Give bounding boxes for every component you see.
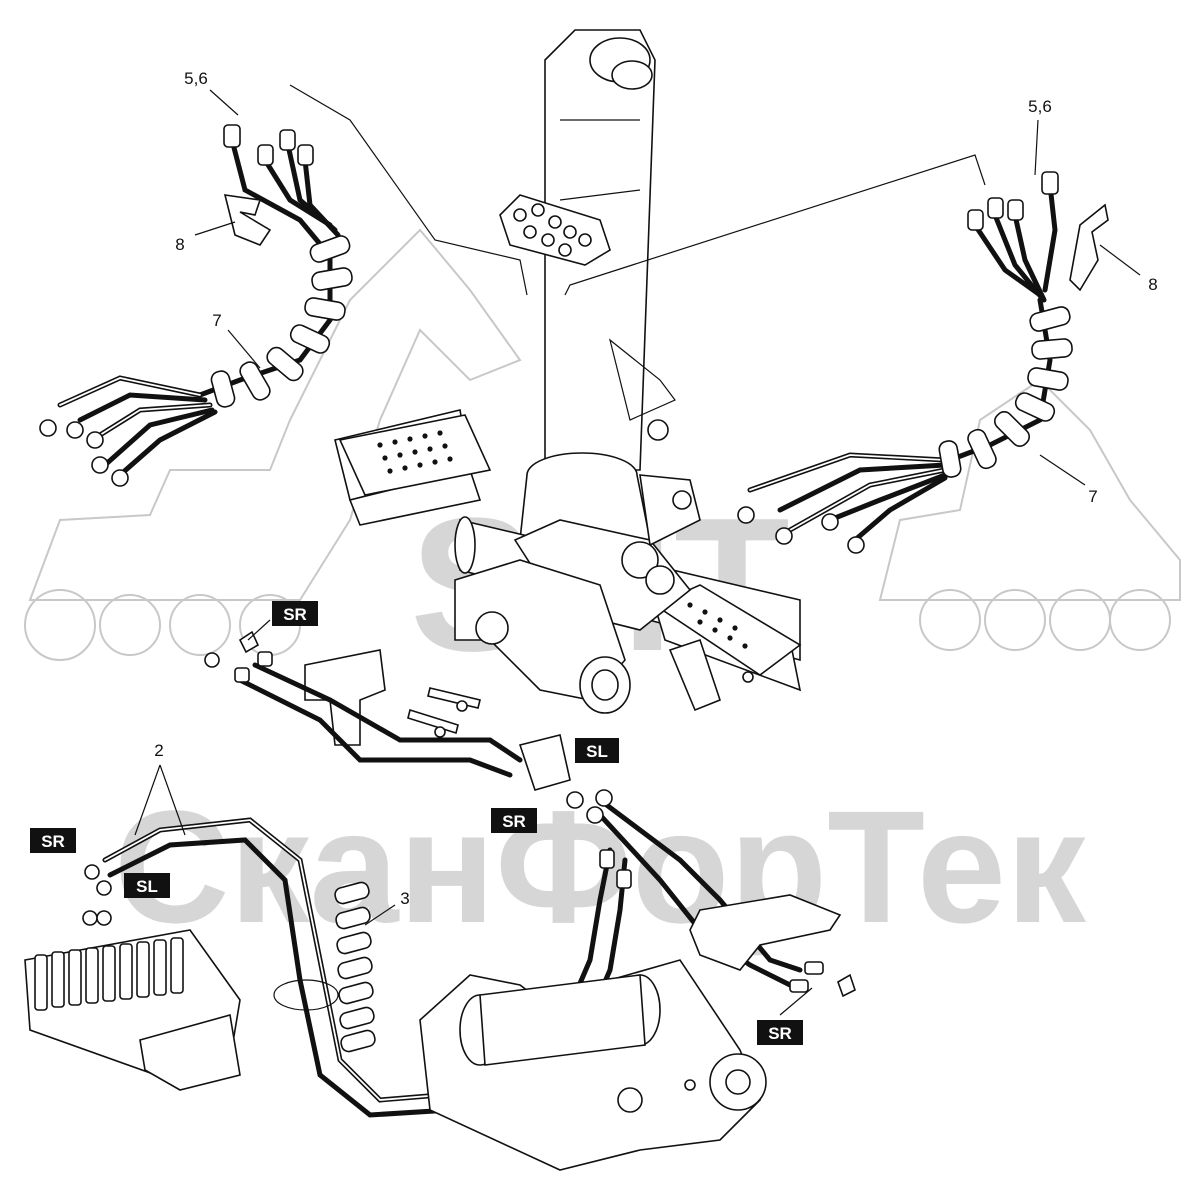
svg-text:SR: SR bbox=[502, 812, 526, 831]
tag-sr-upper: SR bbox=[272, 601, 318, 626]
tag-sl-left: SL bbox=[124, 873, 170, 898]
svg-text:SR: SR bbox=[768, 1024, 792, 1043]
svg-text:SL: SL bbox=[586, 742, 608, 761]
callout-7-right: 7 bbox=[1088, 487, 1097, 506]
hose-end-fittings-right bbox=[737, 171, 1059, 554]
hydraulic-manifold-plate bbox=[499, 194, 611, 266]
spiral-hose-guard-3 bbox=[334, 881, 376, 1053]
control-valve-block bbox=[24, 910, 241, 1091]
middle-hose-routing bbox=[204, 630, 856, 1043]
svg-text:SR: SR bbox=[41, 832, 65, 851]
spiral-guard-piece-right bbox=[1069, 203, 1109, 292]
callout-5-6-right: 5,6 bbox=[1028, 97, 1052, 116]
callout-7-left: 7 bbox=[212, 311, 221, 330]
detail-ellipse bbox=[273, 979, 339, 1011]
step-plate-left bbox=[338, 414, 492, 496]
svg-text:SL: SL bbox=[136, 877, 158, 896]
hose-bundle-right bbox=[737, 171, 1109, 554]
callout-2: 2 bbox=[154, 741, 163, 760]
tag-sr-left: SR bbox=[30, 828, 76, 853]
hose-bundle-left bbox=[39, 124, 353, 487]
spiral-guard-piece-left bbox=[223, 194, 272, 246]
hose-end-fittings-left bbox=[39, 124, 314, 487]
tag-sl-mid: SL bbox=[575, 738, 619, 763]
callout-3: 3 bbox=[400, 889, 409, 908]
spiral-hose-guard-right bbox=[938, 306, 1073, 478]
callout-5-6-left: 5,6 bbox=[184, 69, 208, 88]
leader-lines bbox=[134, 84, 1141, 1016]
hose-junction-block bbox=[518, 734, 571, 791]
port-tags: SR SL SR SR SL SR bbox=[30, 601, 803, 1045]
tag-sr-right: SR bbox=[757, 1020, 803, 1045]
callout-8-left: 8 bbox=[175, 235, 184, 254]
front-axle-assembly bbox=[334, 409, 802, 714]
callout-8-right: 8 bbox=[1148, 275, 1157, 294]
callouts: 5,6 8 7 5,6 8 7 2 3 bbox=[154, 69, 1157, 908]
tag-sr-mid: SR bbox=[491, 808, 537, 833]
valve-sections bbox=[34, 937, 184, 1011]
manifold-fittings bbox=[513, 203, 592, 257]
spiral-hose-guard-left bbox=[210, 235, 353, 408]
swing-column-assembly bbox=[499, 29, 676, 541]
boom-mount-bracket bbox=[419, 959, 767, 1171]
svg-text:SR: SR bbox=[283, 605, 307, 624]
